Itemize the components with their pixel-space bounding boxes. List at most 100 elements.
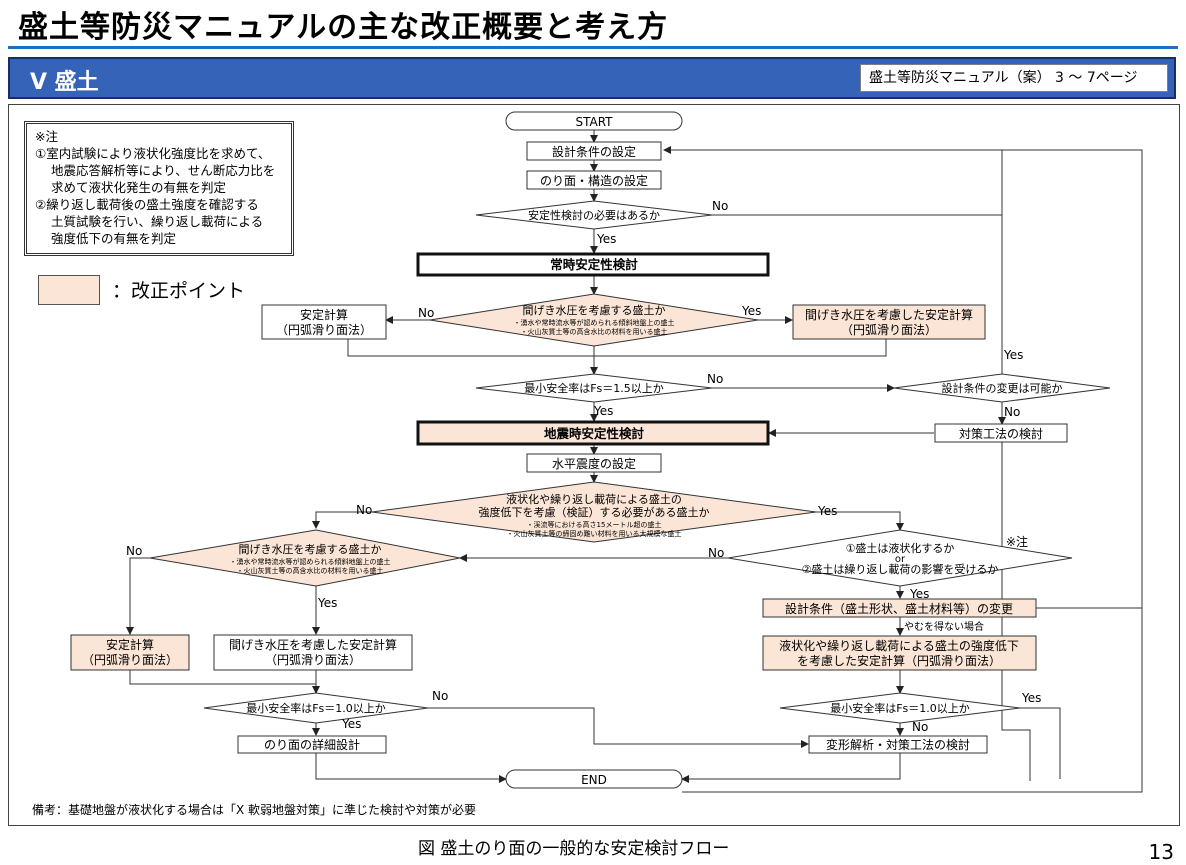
label-yes-3: Yes — [1003, 348, 1023, 362]
slope-structure-box — [526, 170, 662, 190]
label-no-1: No — [712, 199, 728, 213]
liquefaction-check-decision — [727, 529, 1073, 587]
change-design-label: 設計条件（盛土形状、盛土材料等）の変更 — [785, 601, 1013, 616]
label-no-5: No — [356, 503, 372, 517]
label-no-4: No — [1004, 405, 1020, 419]
legend-label: ：改正ポイント — [112, 280, 246, 302]
normal-stability-label: 常時安定性検討 — [550, 257, 638, 272]
countermeasure-label: 対策工法の検討 — [959, 426, 1043, 441]
normal-stability-box — [416, 252, 770, 277]
need-stability-label: 安定性検討の必要はあるか — [528, 208, 660, 222]
note-line-3: 求めて液状化発生の有無を判定 — [51, 180, 227, 195]
legend-swatch — [38, 275, 100, 305]
reference-label: 盛土等防災マニュアル（案） 3 ～ 7ページ — [860, 64, 1168, 92]
diagram-frame — [8, 104, 1180, 826]
label-no-6: No — [126, 544, 142, 558]
design-conditions-label: 設計条件の設定 — [552, 144, 636, 159]
label-yes-4: Yes — [593, 404, 613, 418]
note-line-1: ①室内試験により液状化強度比を求めて、 — [35, 146, 271, 161]
label-no-2: No — [418, 306, 434, 320]
note-box: ※注 ①室内試験により液状化強度比を求めて、 地震応答解析等により、せん断応力比… — [24, 121, 294, 256]
deformation-label: 変形解析・対策工法の検討 — [826, 737, 970, 752]
label-yes-2: Yes — [741, 304, 761, 318]
change-design-box — [762, 598, 1037, 618]
change-possible-decision — [893, 373, 1111, 403]
slope-detail-box — [237, 735, 387, 754]
remark-text: 備考：基礎地盤が液状化する場合は「Ⅹ 軟弱地盤対策」に準じた検討や対策が必要 — [32, 803, 477, 817]
fs15-decision — [475, 373, 713, 403]
liquefaction-check-1: ①盛土は液状化するか — [846, 541, 955, 555]
pore-water-calc-2-line2: （円弧滑り面法） — [265, 653, 361, 667]
section-band: Ⅴ 盛土 盛土等防災マニュアル（案） 3 ～ 7ページ — [8, 57, 1176, 99]
start-label: START — [575, 115, 613, 129]
pore-water-sub1-2: ・湧水や常時流水等が認められる傾斜地盤上の盛土 — [230, 557, 391, 566]
label-yes-5: Yes — [817, 504, 837, 518]
section-label: Ⅴ 盛土 — [30, 70, 99, 95]
label-yes-1: Yes — [596, 232, 616, 246]
note-line-4: ②繰り返し載荷後の盛土強度を確認する — [35, 197, 259, 212]
horizontal-seismic-label: 水平震度の設定 — [552, 456, 636, 471]
pore-water-calc-line1: 間げき水圧を考慮した安定計算 — [805, 307, 973, 322]
pore-water-decision — [429, 293, 759, 347]
label-no-7: No — [708, 546, 724, 560]
stability-calc-box — [261, 304, 387, 340]
pore-water-calc-box-2 — [213, 634, 413, 671]
stability-calc-2-line1: 安定計算 — [106, 637, 154, 652]
stability-calc-box-2 — [70, 634, 190, 671]
note-mark: ※注 — [1006, 534, 1028, 549]
label-yes-6: Yes — [317, 596, 337, 610]
fs10-label-left: 最小安全率はFs＝1.0以上か — [246, 701, 386, 715]
fs10-decision-left — [203, 692, 429, 724]
seismic-stability-box — [416, 420, 770, 446]
unavoidable-label: やむを得ない場合 — [904, 620, 984, 633]
end-label: END — [581, 773, 607, 787]
branch-labels: No Yes No Yes Yes No Yes No No Yes No No… — [126, 199, 1041, 734]
note-line-6: 強度低下の有無を判定 — [51, 231, 177, 246]
page-number: 13 — [1148, 840, 1174, 864]
start-terminal — [505, 111, 683, 131]
liquefaction-calc-line1: 液状化や繰り返し載荷による盛土の強度低下 — [779, 638, 1019, 653]
pore-water-decision-2 — [149, 529, 461, 587]
liquefaction-sub1: ・渓流等における高さ15メートル超の盛土 — [527, 520, 662, 529]
need-stability-decision — [475, 200, 713, 230]
deformation-box — [808, 735, 988, 754]
pore-water-sub1: ・湧水や常時流水等が認められる傾斜地盤上の盛土 — [514, 318, 675, 327]
design-conditions-box — [526, 141, 662, 161]
liquefaction-calc-line2: を考慮した安定計算（円弧滑り面法） — [797, 653, 1001, 668]
pore-water-sub2: ・火山灰質土等の高含水比の材料を用いる盛土 — [521, 327, 668, 336]
fs15-label: 最小安全率はFs＝1.5以上か — [524, 381, 664, 395]
countermeasure-box — [934, 423, 1068, 443]
note-heading: ※注 — [35, 129, 58, 144]
note-line-5: 土質試験を行い、繰り返し載荷による — [51, 214, 264, 229]
title-underline — [8, 46, 1178, 49]
change-possible-label: 設計条件の変更は可能か — [942, 381, 1063, 395]
stability-calc-2-line2: （円弧滑り面法） — [82, 653, 178, 667]
horizontal-seismic-box — [526, 453, 662, 473]
figure-caption: 図 盛土のり面の一般的な安定検討フロー — [418, 839, 730, 859]
pore-water-calc-box — [792, 304, 986, 340]
liquefaction-calc-box — [762, 635, 1037, 671]
label-no-3: No — [707, 372, 723, 386]
pore-water-calc-2-line1: 間げき水圧を考慮した安定計算 — [229, 637, 397, 652]
stability-calc-line2: （円弧滑り面法） — [276, 323, 372, 337]
liquefaction-check-or: or — [895, 554, 906, 565]
page-title: 盛土等防災マニュアルの主な改正概要と考え方 — [18, 10, 669, 45]
fs10-label-right: 最小安全率はFs＝1.0以上か — [830, 701, 970, 715]
label-yes-9: Yes — [1021, 691, 1041, 705]
pore-water-calc-line2: （円弧滑り面法） — [841, 323, 937, 337]
label-yes-8: Yes — [341, 717, 361, 731]
liquefaction-sub2: ・火山灰質土等の締固め難い材料を用いる大規模な盛土 — [507, 529, 682, 538]
pore-water-sub2-2: ・火山灰質土等の高含水比の材料を用いる盛土 — [237, 566, 384, 575]
liquefaction-question-2: 強度低下を考慮（検証）する必要がある盛土か — [479, 505, 710, 519]
slope-detail-label: のり面の詳細設計 — [264, 737, 360, 752]
liquefaction-question-1: 液状化や繰り返し載荷による盛土の — [506, 492, 682, 506]
seismic-stability-label: 地震時安定性検討 — [544, 426, 645, 441]
label-no-9: No — [912, 720, 928, 734]
liquefaction-decision — [371, 481, 817, 543]
stability-calc-line1: 安定計算 — [300, 307, 348, 322]
flow-connectors — [126, 129, 1143, 793]
liquefaction-check-2: ②盛土は繰り返し載荷の影響を受けるか — [802, 562, 999, 576]
note-line-2: 地震応答解析等により、せん断応力比を — [51, 163, 276, 178]
pore-water-question-2: 間げき水圧を考慮する盛土か — [239, 542, 382, 556]
